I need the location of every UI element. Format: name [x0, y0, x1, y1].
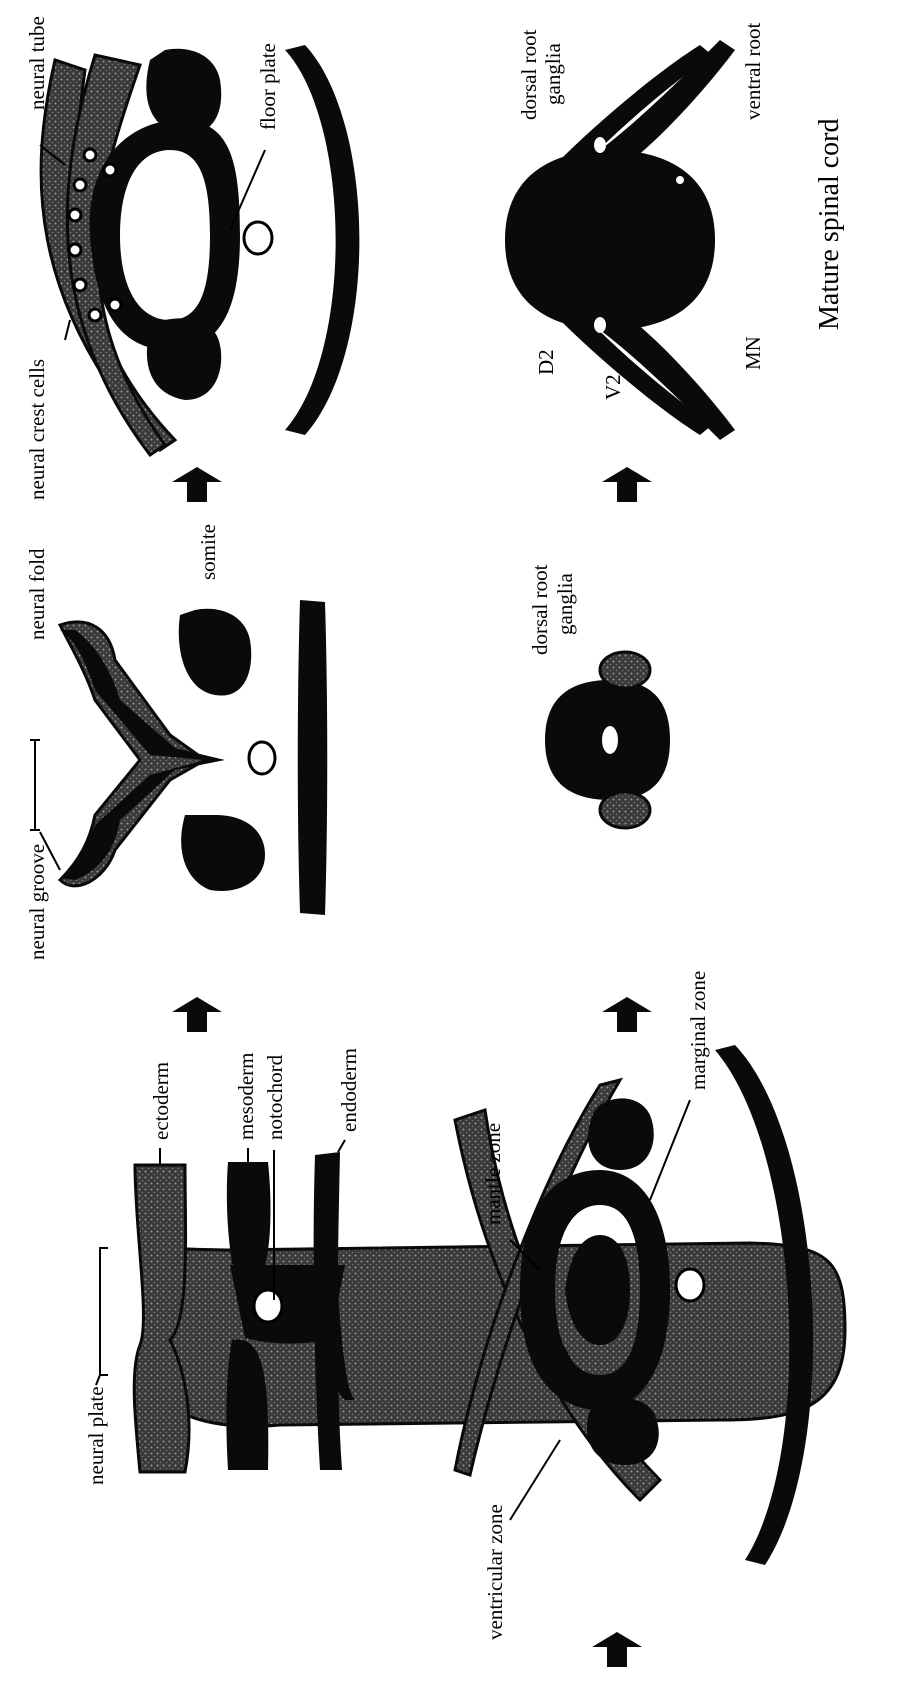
label-mn: MN [741, 336, 765, 370]
label-drg-right-line2: ganglia [541, 43, 565, 105]
arrow-5 [592, 1632, 642, 1667]
canal-6 [676, 176, 684, 184]
label-neural-tube: neural tube [25, 16, 49, 110]
arrow-2 [172, 467, 222, 502]
label-neural-groove: neural groove [25, 844, 49, 960]
arrow-4 [602, 467, 652, 502]
endoderm-2 [298, 600, 328, 915]
label-drg-mid-line2: ganglia [553, 573, 577, 635]
notochord-3 [244, 222, 272, 254]
neural-tube-ring [90, 120, 240, 350]
mesoderm-upper [227, 1162, 271, 1275]
somite-3a [146, 49, 221, 135]
endoderm-3 [285, 45, 359, 435]
label-dorsal-root-ganglia-mid: dorsal root ganglia [528, 564, 577, 655]
ventral-root-upper [600, 40, 735, 170]
label-mantle-zone: mantle zone [481, 1123, 505, 1225]
drg-6b [594, 317, 606, 333]
panel-neural-tube [40, 45, 359, 455]
drg-6a [594, 137, 606, 153]
drg-5b [600, 792, 650, 828]
label-ventral-root: ventral root [741, 22, 765, 120]
label-drg-right-line1: dorsal root [517, 29, 541, 120]
mature-cord-body [505, 150, 715, 330]
notochord [254, 1290, 282, 1322]
notochord-4 [676, 1269, 704, 1301]
arrow-3 [602, 997, 652, 1032]
label-v2: V2 [601, 374, 625, 400]
label-d2: D2 [534, 349, 558, 375]
arrow-1 [172, 997, 222, 1032]
label-ectoderm: ectoderm [149, 1062, 173, 1140]
notochord-2 [249, 742, 275, 774]
caption: Mature spinal cord [814, 119, 845, 331]
label-drg-mid-line1: dorsal root [528, 564, 552, 655]
panel-neural-groove [30, 600, 327, 915]
label-neural-crest-cells: neural crest cells [25, 359, 49, 500]
somite-right [179, 609, 251, 696]
panel-drg [545, 652, 670, 828]
label-endoderm: endoderm [337, 1048, 361, 1132]
canal-5 [602, 726, 618, 754]
label-mesoderm: mesoderm [234, 1053, 258, 1140]
somite-4b [587, 1398, 659, 1465]
somite-left [181, 815, 265, 891]
label-neural-plate: neural plate [84, 1386, 108, 1485]
somite-3b [147, 318, 221, 400]
label-dorsal-root-ganglia-right: dorsal root ganglia [517, 29, 565, 120]
label-floor-plate: floor plate [256, 43, 280, 130]
label-marginal-zone: marginal zone [686, 971, 710, 1090]
label-ventricular-zone: ventricular zone [483, 1504, 507, 1640]
drg-5a [600, 652, 650, 688]
ectoderm-layer [134, 1165, 189, 1472]
somite-4a [588, 1098, 654, 1170]
label-notochord: notochord [263, 1054, 287, 1140]
label-somite: somite [196, 524, 220, 580]
label-neural-fold: neural fold [25, 548, 49, 640]
